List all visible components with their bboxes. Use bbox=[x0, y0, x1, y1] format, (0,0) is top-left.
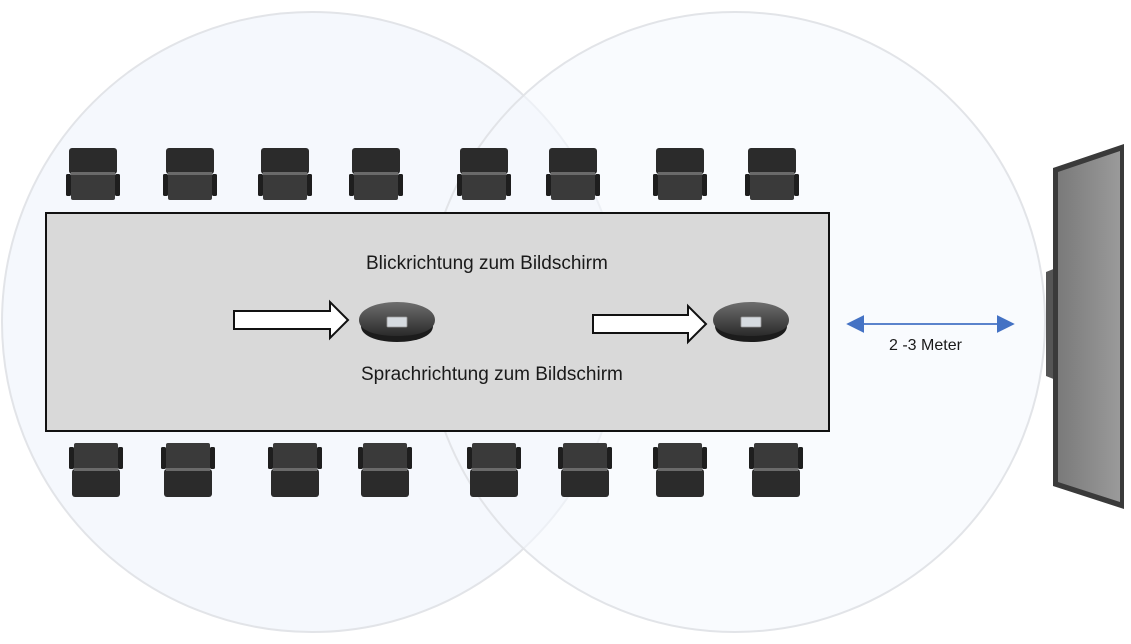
chairs-bottom-row bbox=[69, 443, 803, 497]
chair-icon bbox=[66, 148, 120, 200]
chair-icon bbox=[745, 148, 799, 200]
chairs-top-row bbox=[66, 148, 799, 200]
speakerphone-icon bbox=[359, 302, 435, 342]
display-screen-icon bbox=[1046, 144, 1124, 509]
chair-icon bbox=[457, 148, 511, 200]
chair-icon bbox=[467, 443, 521, 497]
chair-icon bbox=[268, 443, 322, 497]
chair-icon bbox=[558, 443, 612, 497]
direction-arrow-icon bbox=[592, 303, 708, 345]
chair-icon bbox=[163, 148, 217, 200]
direction-arrow-icon bbox=[233, 299, 350, 341]
gaze-direction-label: Blickrichtung zum Bildschirm bbox=[366, 253, 608, 274]
chair-icon bbox=[258, 148, 312, 200]
chair-icon bbox=[349, 148, 403, 200]
chair-icon bbox=[653, 443, 707, 497]
chair-icon bbox=[161, 443, 215, 497]
speech-direction-label: Sprachrichtung zum Bildschirm bbox=[361, 364, 623, 385]
speakerphone-icon bbox=[713, 302, 789, 342]
chair-icon bbox=[749, 443, 803, 497]
chair-icon bbox=[358, 443, 412, 497]
chair-icon bbox=[546, 148, 600, 200]
distance-label: 2 -3 Meter bbox=[889, 337, 962, 354]
conference-table bbox=[45, 212, 830, 432]
chair-icon bbox=[69, 443, 123, 497]
chair-icon bbox=[653, 148, 707, 200]
